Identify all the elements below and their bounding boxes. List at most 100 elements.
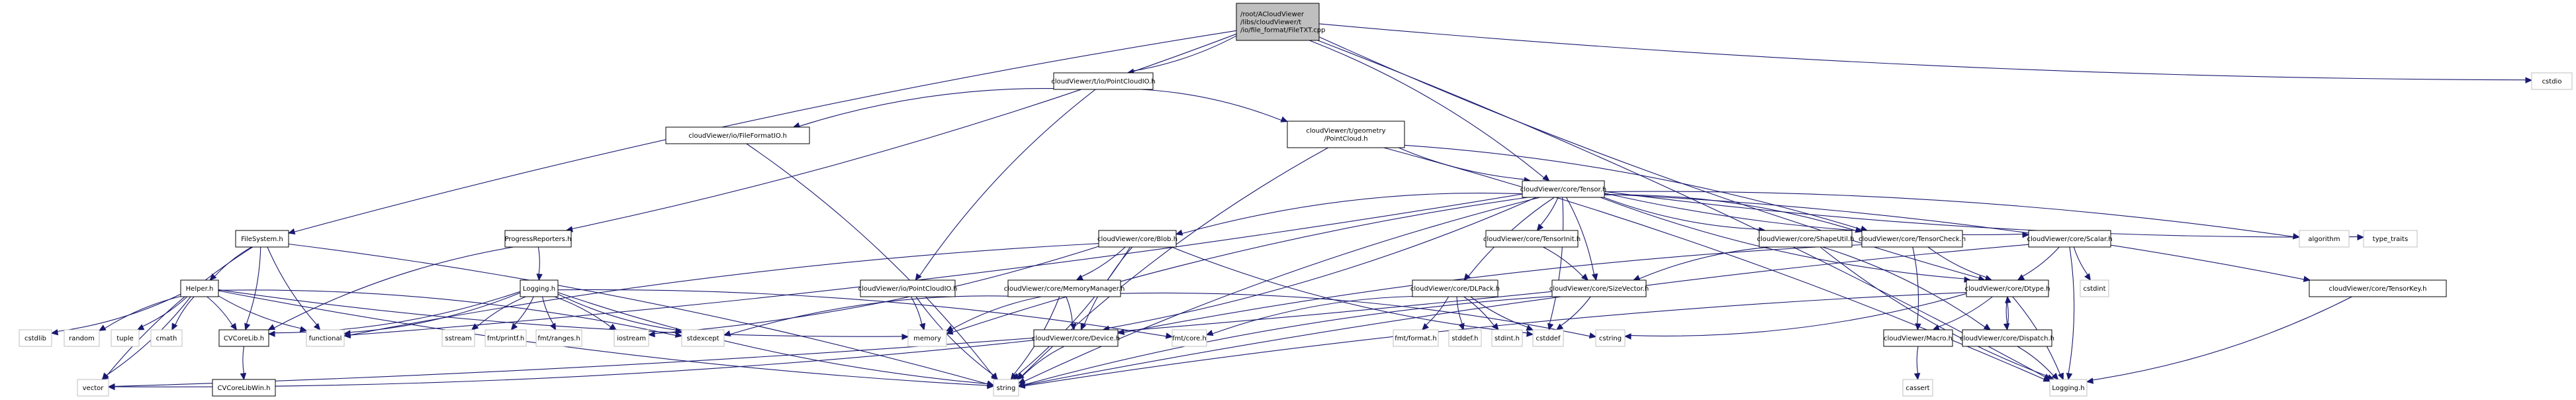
node-label: cloudViewer/core/DLPack.h — [1410, 285, 1500, 293]
node-label: cloudViewer/core/Scalar.h — [2027, 236, 2112, 243]
node-label: fmt/printf.h — [487, 335, 524, 342]
arrowhead-icon — [50, 328, 59, 336]
node-cvcorelib[interactable]: CVCoreLib.h — [218, 329, 269, 347]
arrowhead-icon — [1624, 333, 1632, 340]
node-box — [2080, 279, 2109, 297]
node-pcio_t[interactable]: cloudViewer/t/io/PointCloudIO.h — [1051, 72, 1156, 90]
node-box — [2028, 230, 2111, 248]
edge-dlpack-to-fmt_core — [1212, 295, 1413, 334]
node-label: cloudViewer/io/PointCloudIO.h — [858, 285, 957, 293]
node-box — [1962, 329, 2052, 347]
node-box — [535, 329, 582, 347]
arrowhead-icon — [267, 330, 275, 337]
edge-shapeutil-to-dispatch — [1822, 246, 1986, 328]
node-box — [993, 379, 1019, 397]
arrowhead-icon — [1080, 323, 1087, 331]
node-box — [218, 329, 269, 347]
node-label: vector — [83, 385, 105, 392]
arrowhead-icon — [136, 324, 145, 330]
node-label: cloudViewer/core/ShapeUtil.h — [1757, 236, 1854, 243]
node-helper[interactable]: Helper.h — [180, 279, 219, 297]
arrowhead-icon — [1492, 323, 1499, 330]
edge-tensorcheck-to-dtype — [1927, 246, 1987, 278]
arrowhead-icon — [510, 323, 518, 330]
node-dlpack[interactable]: cloudViewer/core/DLPack.h — [1410, 279, 1500, 297]
node-box — [1491, 329, 1523, 347]
node-shapeutil[interactable]: cloudViewer/core/ShapeUtil.h — [1757, 230, 1855, 248]
node-label: iostream — [617, 335, 646, 342]
node-progress[interactable]: ProgressReporters.h — [504, 230, 572, 248]
node-dtype[interactable]: cloudViewer/core/Dtype.h — [1964, 279, 2050, 297]
arrowhead-icon — [919, 323, 926, 331]
node-fmt_ranges: fmt/ranges.h — [535, 329, 582, 347]
node-label: cstring — [1599, 335, 1622, 342]
node-label: cassert — [1906, 385, 1929, 392]
arrowhead-icon — [991, 373, 999, 380]
node-pcio[interactable]: cloudViewer/io/PointCloudIO.h — [858, 279, 958, 297]
node-fmt_core: fmt/core.h — [1172, 329, 1207, 347]
arrowhead-icon — [230, 323, 237, 331]
edge-tensorkey-to-logging_ext — [2092, 296, 2352, 381]
node-label: /PointCloud.h — [1324, 136, 1367, 143]
node-label: cloudViewer/io/FileFormatIO.h — [688, 132, 787, 140]
node-macro[interactable]: cloudViewer/Macro.h — [1883, 329, 1953, 347]
node-logging[interactable]: Logging.h — [520, 279, 559, 297]
node-tuple: tuple — [111, 329, 140, 347]
node-tpointcloud[interactable]: cloudViewer/t/geometry/PointCloud.h — [1287, 121, 1405, 148]
node-cstdint: cstdint — [2080, 279, 2109, 297]
edge-pcio_t-to-pcio — [919, 89, 1096, 276]
edge-dtype-to-string — [1024, 292, 1967, 387]
node-memmgr[interactable]: cloudViewer/core/MemoryManager.h — [1004, 279, 1125, 297]
node-label: type_traits — [2373, 236, 2408, 243]
arrowhead-icon — [1913, 373, 1921, 381]
node-box — [1098, 230, 1177, 248]
node-label: fmt/format.h — [1395, 335, 1436, 342]
node-label: string — [997, 385, 1016, 392]
node-label: cstdlib — [24, 335, 46, 342]
node-fileformatio[interactable]: cloudViewer/io/FileFormatIO.h — [665, 126, 810, 144]
arrowhead-icon — [1915, 323, 1921, 331]
node-dispatch[interactable]: cloudViewer/core/Dispatch.h — [1960, 329, 2054, 347]
node-label: cloudViewer/core/Device.h — [1032, 335, 1120, 342]
edge-root-to-filesystem — [294, 30, 1237, 232]
node-tensorkey[interactable]: cloudViewer/core/TensorKey.h — [2309, 279, 2447, 297]
node-box — [2363, 230, 2418, 248]
edge-blob-to-functional — [349, 243, 1099, 336]
node-label: sstream — [445, 335, 471, 342]
node-algorithm: algorithm — [2299, 230, 2350, 248]
arrowhead-icon — [98, 325, 107, 331]
edge-logging-to-iostream — [554, 296, 612, 328]
node-tensorcheck[interactable]: cloudViewer/core/TensorCheck.h — [1859, 230, 1966, 248]
node-box — [2309, 279, 2447, 297]
node-label: FileSystem.h — [241, 236, 283, 243]
node-label: stdexcept — [686, 335, 719, 342]
node-label: fmt/ranges.h — [537, 335, 580, 342]
arrowhead-icon — [2357, 234, 2365, 240]
edge-filesystem-to-cvcorelib — [246, 246, 261, 325]
node-box — [1287, 121, 1405, 148]
node-tensor[interactable]: cloudViewer/core/Tensor.h — [1520, 180, 1606, 198]
node-tensorinit[interactable]: cloudViewer/core/TensorInit.h — [1483, 230, 1581, 248]
node-label: memory — [913, 335, 941, 342]
arrowhead-icon — [343, 331, 351, 338]
node-label: CVCoreLibWin.h — [218, 385, 271, 392]
node-filesystem[interactable]: FileSystem.h — [235, 230, 289, 248]
node-scalar[interactable]: cloudViewer/core/Scalar.h — [2027, 230, 2113, 248]
node-cvcorelibwin[interactable]: CVCoreLibWin.h — [212, 379, 276, 397]
node-device[interactable]: cloudViewer/core/Device.h — [1032, 329, 1120, 347]
node-blob[interactable]: cloudViewer/core/Blob.h — [1097, 230, 1177, 248]
node-box — [2299, 230, 2350, 248]
arrowhead-icon — [1463, 273, 1471, 281]
node-label: cloudViewer/core/TensorKey.h — [2328, 285, 2426, 293]
edge-helper-to-string — [218, 290, 988, 386]
node-label: cloudViewer/t/io/PointCloudIO.h — [1051, 78, 1155, 85]
node-sizevector[interactable]: cloudViewer/core/SizeVector.h — [1549, 279, 1649, 297]
edge-tensor-to-dtype — [1600, 197, 1965, 279]
arrowhead-icon — [1542, 174, 1550, 181]
arrowhead-icon — [171, 323, 178, 331]
node-box — [1861, 230, 1963, 248]
node-random: random — [64, 329, 100, 347]
arrowhead-icon — [1526, 325, 1534, 331]
edge-dlpack-to-fmt_format — [1426, 296, 1449, 326]
node-label: /root/ACloudViewer — [1240, 11, 1305, 19]
